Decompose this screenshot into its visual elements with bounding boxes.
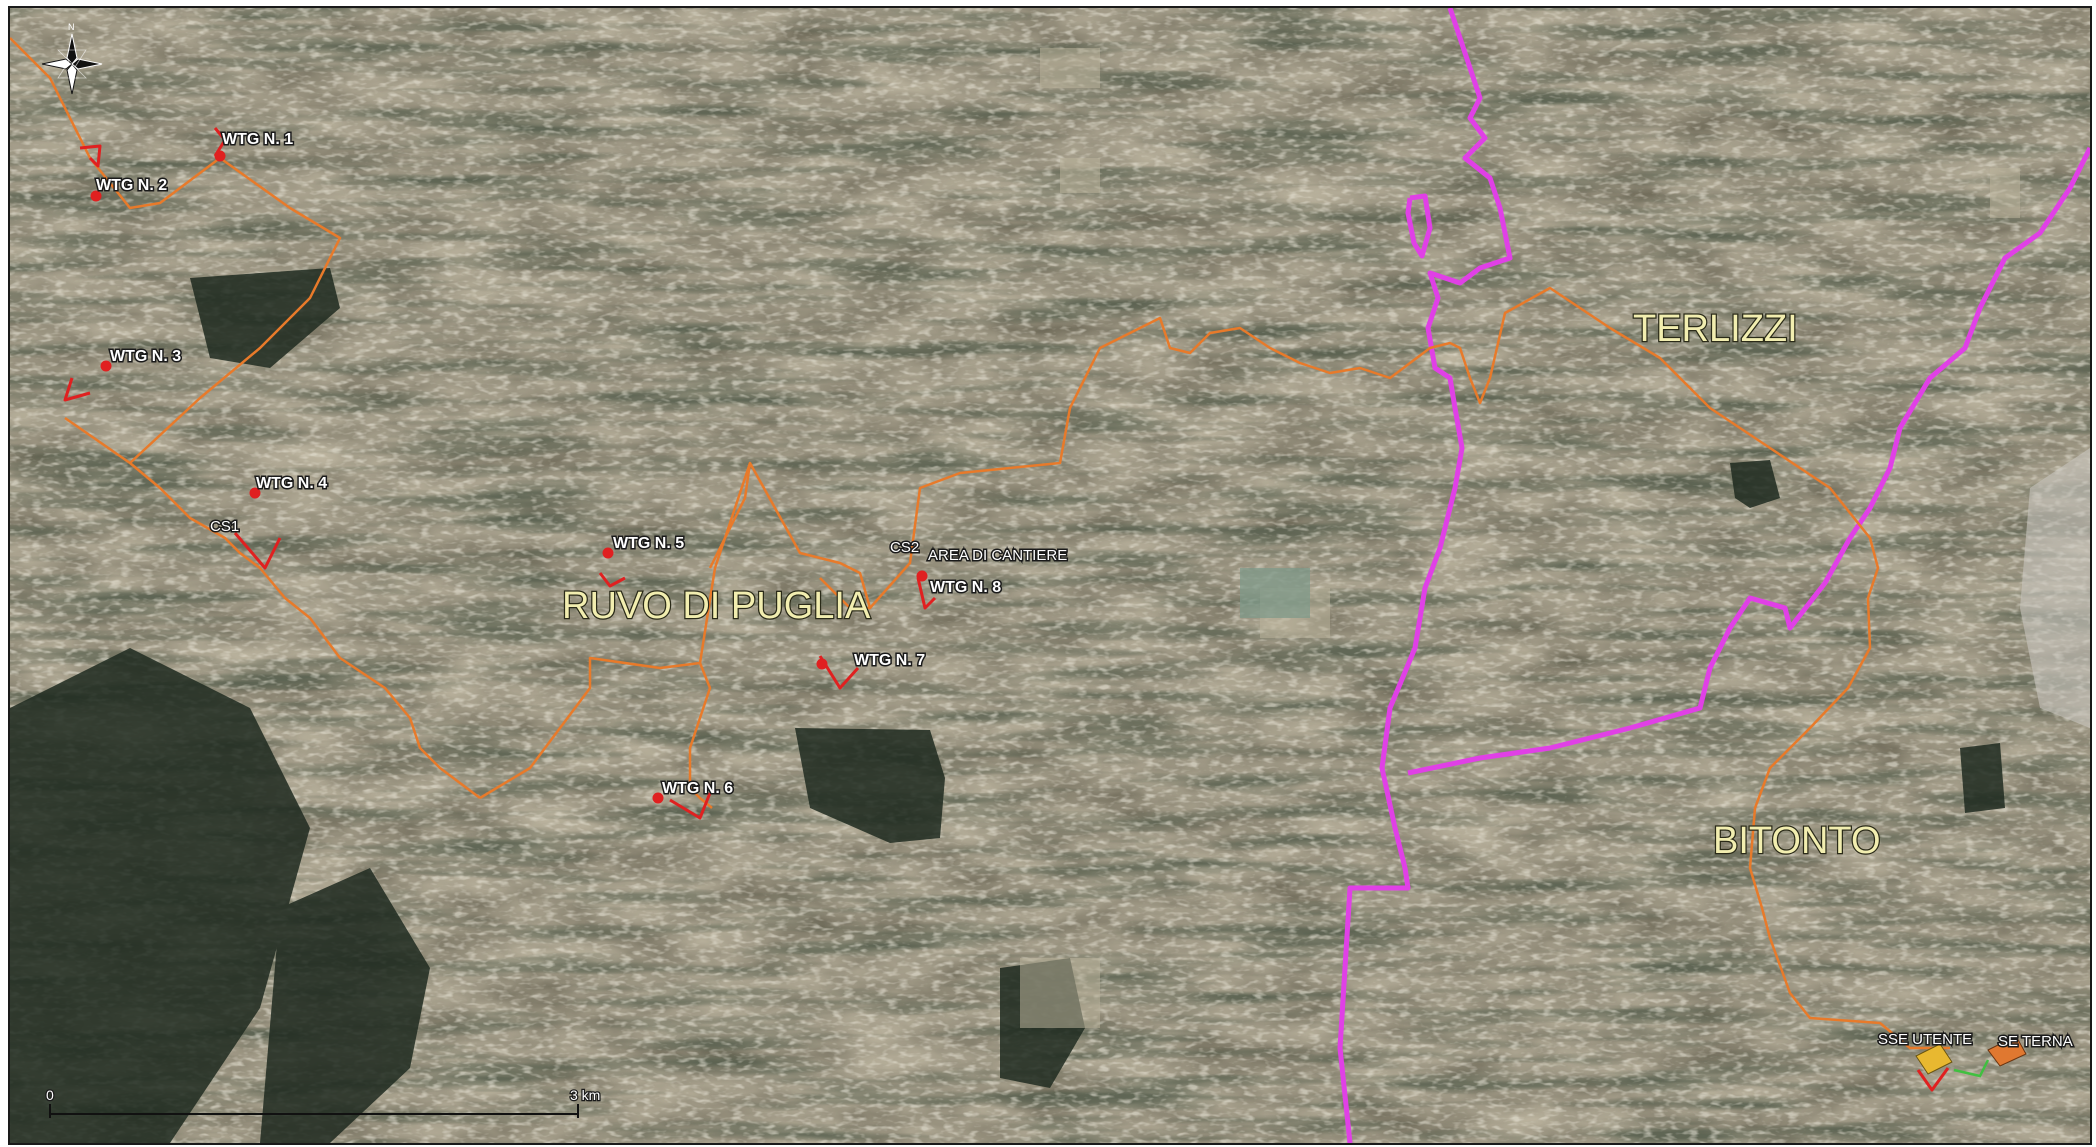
grid-connection-line <box>1953 1059 1990 1078</box>
boundary-islet <box>1405 193 1433 259</box>
turbine-marker-wtg4[interactable] <box>233 487 282 570</box>
boundary-east <box>1407 146 2090 776</box>
turbine-marker-wtg3[interactable] <box>63 360 112 402</box>
woodland-patches <box>10 268 2005 1143</box>
satellite-map[interactable]: WTG N. 1 WTG N. 2 WTG N. 3 WTG N. 4 WTG … <box>10 8 2090 1143</box>
north-label: N <box>68 22 75 32</box>
turbine-marker-wtg6[interactable] <box>652 792 712 820</box>
label-sse-utente: SSE UTENTE <box>1878 1031 1972 1048</box>
label-bitonto: BITONTO <box>1713 820 1881 862</box>
substations <box>1915 1035 2027 1078</box>
label-cs1: CS1 <box>210 518 239 535</box>
label-cs2: CS2 <box>890 539 919 556</box>
turbine-labels: WTG N. 1 WTG N. 2 WTG N. 3 WTG N. 4 WTG … <box>95 130 1003 799</box>
municipal-boundaries <box>1337 8 2090 1143</box>
label-se-terna: SE TERNA <box>1998 1033 2073 1050</box>
turbine-marker-wtg7[interactable] <box>816 655 860 690</box>
label-area-di-cantiere: AREA DI CANTIERE <box>928 547 1067 564</box>
label-wtg-7: WTG N. 7 <box>854 652 925 669</box>
turbine-marker-wtg1[interactable] <box>213 127 227 162</box>
greenhouse-area <box>1240 568 1310 618</box>
se-terna-area[interactable] <box>1987 1035 2027 1067</box>
scale-label-end: 3 km <box>570 1087 600 1103</box>
turbine-marker-wtg5[interactable] <box>598 547 626 588</box>
label-wtg-2: WTG N. 2 <box>96 177 167 194</box>
turbine-markers <box>63 127 1950 1092</box>
turbine-marker-wtg8[interactable] <box>916 570 937 610</box>
substation-marker-red <box>1916 1067 1950 1092</box>
scale-label-start: 0 <box>46 1087 54 1103</box>
map-frame: WTG N. 1 WTG N. 2 WTG N. 3 WTG N. 4 WTG … <box>8 6 2092 1145</box>
label-wtg-6: WTG N. 6 <box>662 780 733 797</box>
label-wtg-5: WTG N. 5 <box>613 535 684 552</box>
sse-utente-area[interactable] <box>1915 1043 1953 1075</box>
north-arrow-icon: N <box>41 22 103 95</box>
boundary-west <box>1337 8 1513 1143</box>
label-wtg-3: WTG N. 3 <box>110 348 181 365</box>
label-wtg-4: WTG N. 4 <box>256 475 327 492</box>
label-wtg-8: WTG N. 8 <box>930 579 1001 596</box>
label-wtg-1: WTG N. 1 <box>222 131 293 148</box>
urban-area <box>2020 448 2090 728</box>
label-terlizzi: TERLIZZI <box>1633 308 1798 350</box>
scale-bar: 0 3 km <box>45 1086 602 1118</box>
label-ruvo-di-puglia: RUVO DI PUGLIA <box>562 585 871 627</box>
turbine-marker-wtg2[interactable] <box>79 144 102 202</box>
